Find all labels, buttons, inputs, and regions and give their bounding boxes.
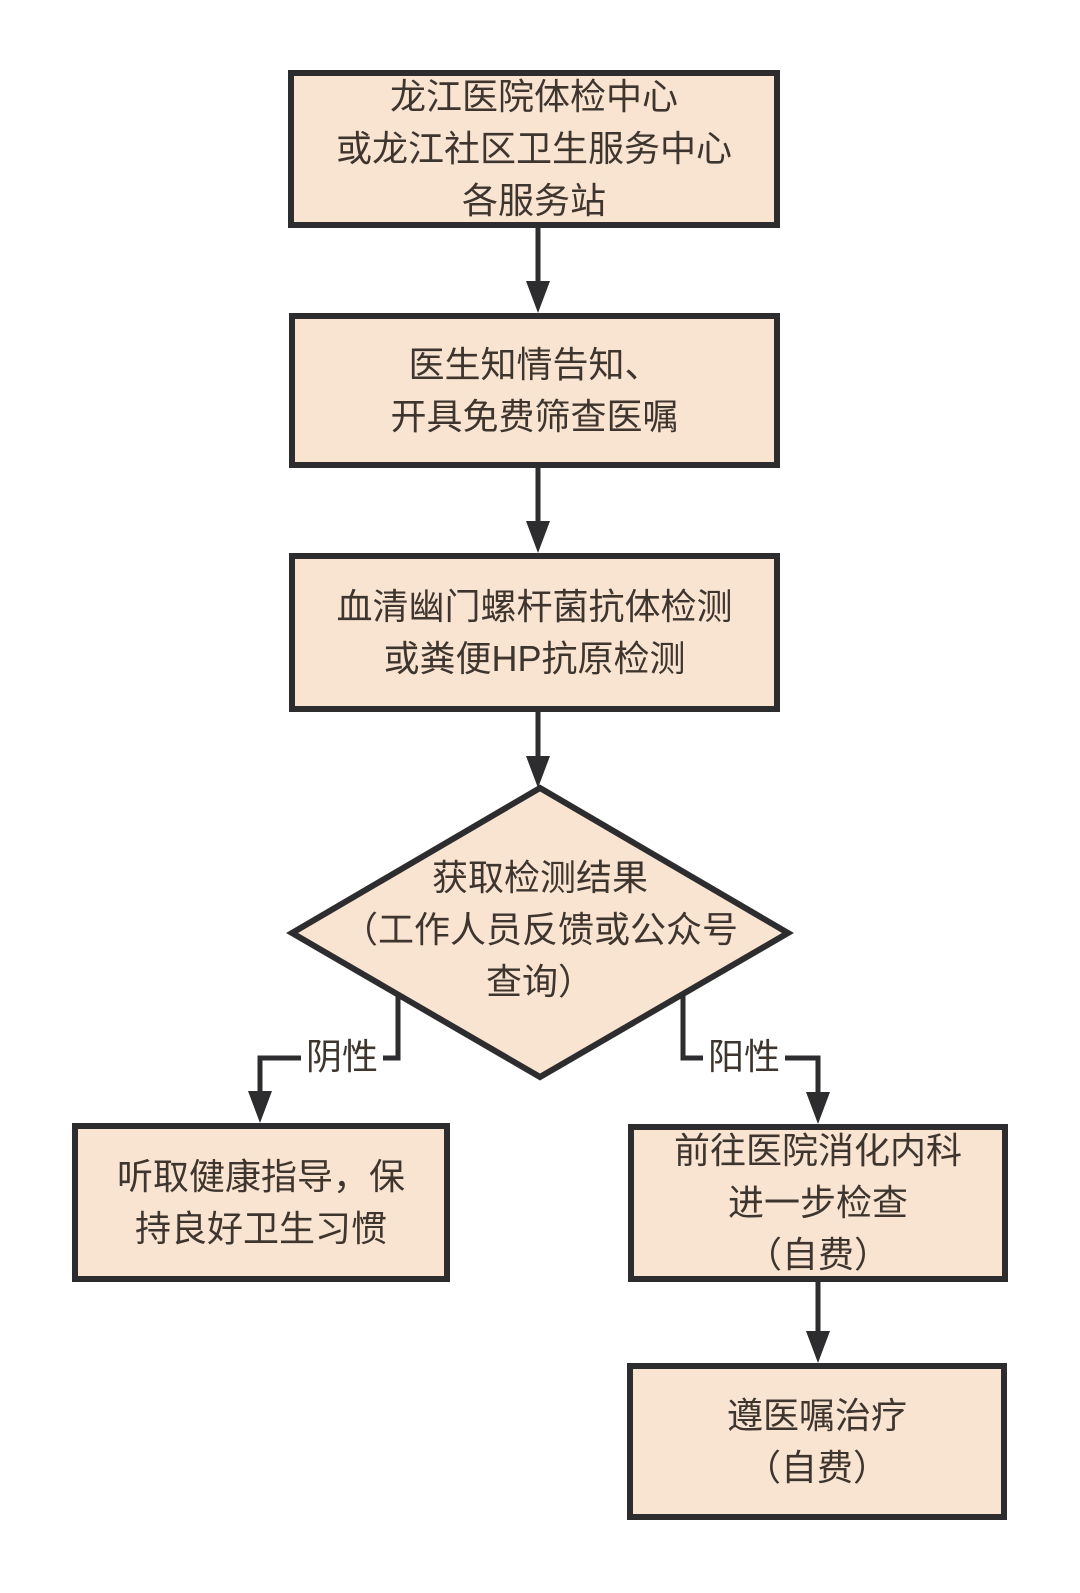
edge-label-positive: 阳性 [703,1035,786,1079]
arrowhead-icon [248,1091,272,1123]
node-decision-line: （工作人员反馈或公众号 [341,909,738,950]
node-positive-outcome: 前往医院消化内科 进一步检查 （自费） [628,1124,1008,1282]
node-start-line: 龙江医院体检中心 [389,76,678,117]
node-start-line: 或龙江社区卫生服务中心 [335,128,732,169]
node-test: 血清幽门螺杆菌抗体检测 或粪便HP抗原检测 [289,553,780,712]
node-positive-line: 进一步检查 [727,1182,908,1223]
arrow-start-to-inform [526,228,550,313]
node-test-line: 血清幽门螺杆菌抗体检测 [336,585,733,627]
node-positive-line: 前往医院消化内科 [673,1130,962,1171]
arrowhead-icon [526,521,550,553]
node-negative-line: 持良好卫生习惯 [134,1207,387,1249]
node-negative-line: 听取健康指导，保 [116,1155,405,1197]
node-positive-line: （自费） [745,1234,890,1275]
arrow-positive-to-treatment [806,1282,830,1363]
node-inform-consent: 医生知情告知、 开具免费筛查医嘱 [289,313,780,468]
node-decision-line: 查询） [485,961,594,1002]
edge-label-negative: 阴性 [301,1035,384,1079]
arrowhead-icon [806,1331,830,1363]
node-inform-line: 开具免费筛查医嘱 [390,395,679,437]
node-negative-outcome: 听取健康指导，保 持良好卫生习惯 [72,1123,450,1282]
arrowhead-icon [526,281,550,313]
node-inform-line: 医生知情告知、 [408,343,661,385]
arrow-test-to-decision [526,712,550,788]
node-decision-text: 获取检测结果 （工作人员反馈或公众号 查询） [300,852,780,1008]
decision-diamond-shape [286,784,794,1081]
arrowhead-icon [806,1092,830,1124]
node-decision-line: 获取检测结果 [431,857,648,898]
node-treatment: 遵医嘱治疗 （自费） [627,1363,1007,1520]
arrow-inform-to-test [526,468,550,553]
node-treatment-line: 遵医嘱治疗 [726,1394,907,1436]
arrowhead-icon [526,756,550,788]
node-treatment-line: （自费） [744,1446,889,1488]
node-start: 龙江医院体检中心 或龙江社区卫生服务中心 各服务站 [288,70,780,228]
node-start-line: 各服务站 [461,180,606,221]
node-test-line: 或粪便HP抗原检测 [383,637,686,679]
